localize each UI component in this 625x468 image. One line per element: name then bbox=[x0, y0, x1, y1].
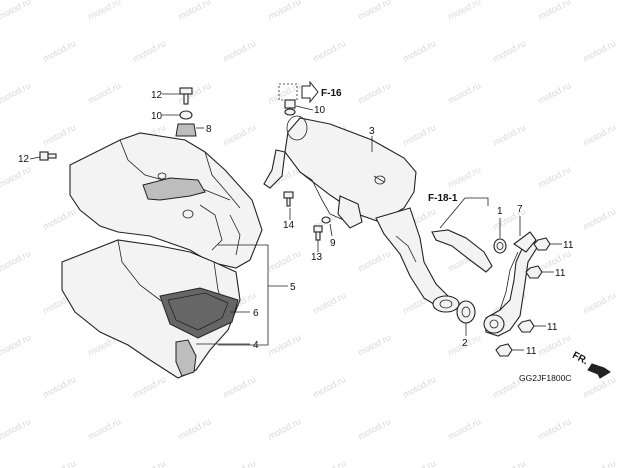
watermark-text: motod.ru bbox=[131, 374, 167, 400]
watermark-text: motod.ru bbox=[401, 38, 437, 64]
heat-protector-upper bbox=[69, 132, 263, 269]
watermark-text: motod.ru bbox=[311, 290, 347, 316]
watermark-text: motod.ru bbox=[581, 374, 617, 400]
watermark-text: motod.ru bbox=[536, 0, 572, 22]
watermark-text: motod.ru bbox=[401, 458, 437, 468]
heat-protector-lower bbox=[61, 239, 241, 379]
watermark-text: motod.ru bbox=[0, 80, 32, 106]
watermark-text: motod.ru bbox=[41, 458, 77, 468]
callout-11b: 11 bbox=[555, 268, 566, 279]
f16-reference bbox=[278, 80, 319, 104]
watermark-text: motod.ru bbox=[266, 0, 302, 22]
callout-6: 6 bbox=[253, 308, 259, 319]
watermark-text: motod.ru bbox=[581, 290, 617, 316]
watermark-text: motod.ru bbox=[356, 416, 392, 442]
pipe-bracket bbox=[431, 229, 507, 273]
watermark-text: motod.ru bbox=[401, 122, 437, 148]
gasket bbox=[456, 300, 476, 324]
callout-12a: 12 bbox=[151, 90, 163, 101]
watermark-text: motod.ru bbox=[221, 374, 257, 400]
ref-fr: FR. bbox=[570, 350, 590, 367]
watermark-text: motod.ru bbox=[221, 122, 257, 148]
watermark-text: motod.ru bbox=[41, 374, 77, 400]
watermark-text: motod.ru bbox=[536, 164, 572, 190]
watermark-text: motod.ru bbox=[221, 458, 257, 468]
watermark-text: motod.ru bbox=[446, 0, 482, 22]
callout-3: 3 bbox=[369, 126, 375, 137]
watermark-text: motod.ru bbox=[0, 332, 32, 358]
watermark-text: motod.ru bbox=[356, 0, 392, 22]
callout-2: 2 bbox=[462, 338, 468, 349]
callout-10a: 10 bbox=[151, 111, 163, 122]
front-arrow-icon bbox=[587, 363, 611, 379]
callout-11d: 11 bbox=[526, 346, 537, 357]
callout-5: 5 bbox=[290, 282, 296, 293]
watermark-text: motod.ru bbox=[446, 80, 482, 106]
f18-1-reference-lines bbox=[439, 197, 489, 229]
callout-8: 8 bbox=[206, 124, 212, 135]
exhaust-pipe bbox=[375, 207, 460, 313]
watermark-text: motod.ru bbox=[446, 416, 482, 442]
watermark-text: motod.ru bbox=[266, 416, 302, 442]
watermark-text: motod.ru bbox=[41, 206, 77, 232]
callout-11a: 11 bbox=[563, 240, 574, 251]
watermark-text: motod.ru bbox=[86, 0, 122, 22]
callout-11c: 11 bbox=[547, 322, 558, 333]
watermark-text: motod.ru bbox=[536, 80, 572, 106]
callout-4: 4 bbox=[253, 340, 259, 351]
watermark-text: motod.ru bbox=[581, 206, 617, 232]
watermark-text: motod.ru bbox=[356, 332, 392, 358]
ref-f18-1: F-18-1 bbox=[428, 193, 458, 204]
callout-12b: 12 bbox=[18, 154, 30, 165]
callout-labels: 12 10 8 12 10 3 14 13 9 1 7 11 11 5 6 11… bbox=[18, 90, 574, 357]
callout-14: 14 bbox=[283, 220, 295, 231]
watermark-text: motod.ru bbox=[0, 164, 32, 190]
watermark-text: motod.ru bbox=[311, 458, 347, 468]
callout-13: 13 bbox=[311, 252, 323, 263]
watermark-text: motod.ru bbox=[0, 248, 32, 274]
exhaust-joint-pipe bbox=[483, 231, 539, 337]
watermark-text: motod.ru bbox=[581, 38, 617, 64]
watermark-text: motod.ru bbox=[311, 374, 347, 400]
watermark-text: motod.ru bbox=[491, 458, 527, 468]
watermark-text: motod.ru bbox=[401, 374, 437, 400]
muffler-body bbox=[263, 115, 417, 229]
watermark-text: motod.ru bbox=[446, 164, 482, 190]
watermark-text: motod.ru bbox=[41, 122, 77, 148]
watermark-text: motod.ru bbox=[86, 416, 122, 442]
leader-lines bbox=[29, 93, 562, 351]
watermark-text: motod.ru bbox=[266, 248, 302, 274]
watermark-text: motod.ru bbox=[266, 332, 302, 358]
watermark-text: motod.ru bbox=[311, 38, 347, 64]
watermark-text: motod.ru bbox=[176, 0, 212, 22]
watermark-text: motod.ru bbox=[536, 416, 572, 442]
watermark-text: motod.ru bbox=[86, 80, 122, 106]
watermark-text: motod.ru bbox=[536, 332, 572, 358]
watermark-text: motod.ru bbox=[581, 458, 617, 468]
watermark-text: motod.ru bbox=[0, 0, 32, 22]
watermark-text: motod.ru bbox=[491, 122, 527, 148]
watermark-text: motod.ru bbox=[221, 38, 257, 64]
callout-7: 7 bbox=[517, 204, 523, 215]
watermark-text: motod.ru bbox=[356, 80, 392, 106]
callout-9: 9 bbox=[330, 238, 336, 249]
ref-f16: F-16 bbox=[321, 88, 342, 99]
watermark-text: motod.ru bbox=[176, 416, 212, 442]
callout-10b: 10 bbox=[314, 105, 326, 116]
watermark-text: motod.ru bbox=[0, 416, 32, 442]
watermark-text: motod.ru bbox=[131, 38, 167, 64]
watermark-text: motod.ru bbox=[131, 458, 167, 468]
fasteners bbox=[39, 87, 551, 357]
watermark-text: motod.ru bbox=[41, 38, 77, 64]
diagram-code: GG2JF1800C bbox=[519, 373, 571, 383]
watermark-text: motod.ru bbox=[356, 248, 392, 274]
watermark-text: motod.ru bbox=[491, 38, 527, 64]
watermark-text: motod.ru bbox=[581, 122, 617, 148]
callout-1: 1 bbox=[497, 206, 503, 217]
